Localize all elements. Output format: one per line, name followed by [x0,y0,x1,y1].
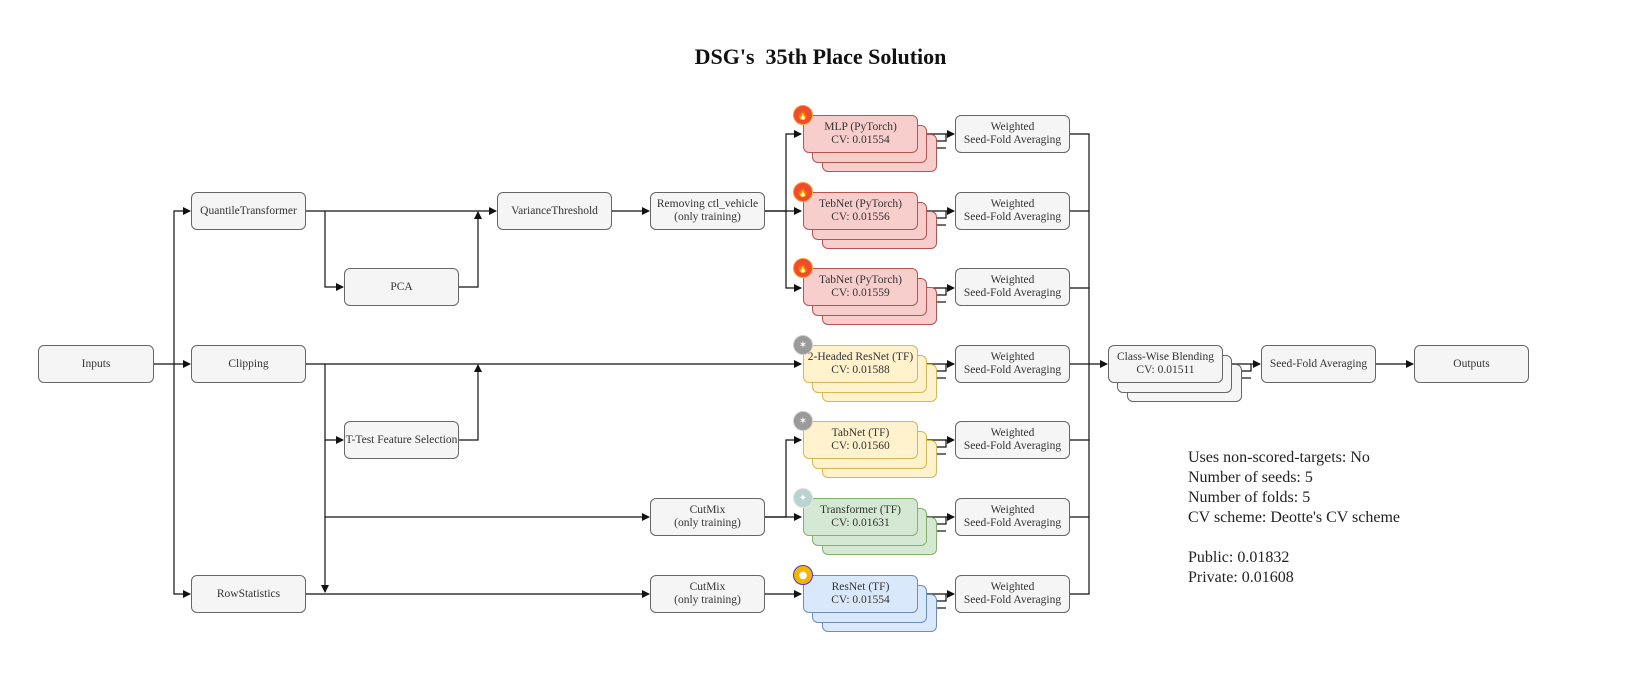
pca-node: PCA [344,268,459,306]
edge-quantile-pca [324,211,344,291]
averaging-label: Weighted [990,274,1035,286]
tensorflow-icon: ✶ [793,411,813,431]
info-non-scored-targets: Uses non-scored-targets: No [1188,449,1370,466]
row-statistics-label: RowStatistics [216,587,281,600]
outputs-label: Outputs [1453,357,1490,370]
info-spacer [1188,528,1400,548]
t-test-feature-selection-node: T-Test Feature Selection [344,421,459,459]
removing-ctl-vehicle-node: Removing ctl_vehicle (only training) [650,192,765,230]
model-cv: CV: 0.01554 [831,594,890,606]
weighted-averaging-node: Weighted Seed-Fold Averaging [955,345,1070,383]
model-card: 2-Headed ResNet (TF) CV: 0.01588 [803,345,918,383]
removing-ctl-vehicle-note: (only training) [674,211,741,223]
variance-threshold-node: VarianceThreshold [497,192,612,230]
pca-label: PCA [390,280,413,293]
averaging-label: Weighted [990,198,1035,210]
model-card: TabNet (PyTorch) CV: 0.01559 [803,268,918,306]
pytorch-icon: 🔥 [793,105,813,125]
diagram-title: DSG's 35th Place Solution [694,44,947,69]
seed-fold-averaging-node: Seed-Fold Averaging [1261,345,1376,383]
weighted-averaging-node: Weighted Seed-Fold Averaging [955,421,1070,459]
info-public-score: Public: 0.01832 [1188,549,1290,566]
averaging-sublabel: Seed-Fold Averaging [963,440,1062,452]
model-name: TabNet (PyTorch) [818,274,902,286]
edge-clipping-ttest [324,364,344,444]
cutmix-node: CutMix (only training) [650,498,765,536]
transformer-icon: ✦ [793,488,813,508]
averaging-sublabel: Seed-Fold Averaging [963,594,1062,606]
cutmix-rowstats-node: CutMix (only training) [650,575,765,613]
cutmix-rowstats-note: (only training) [674,594,741,606]
tensorflow-icon: ✶ [793,335,813,355]
model-cv: CV: 0.01554 [831,134,890,146]
model-name: 2-Headed ResNet (TF) [807,351,914,363]
pytorch-icon: 🔥 [793,182,813,202]
averaging-label: Weighted [990,504,1035,516]
inputs-label: Inputs [81,357,111,370]
cutmix-rowstats-label: CutMix [689,581,726,593]
row-statistics-node: RowStatistics [191,575,306,613]
info-private-score: Private: 0.01608 [1188,569,1294,586]
model-name: TebNet (PyTorch) [818,198,902,210]
averaging-label: Weighted [990,427,1035,439]
model-cv: CV: 0.01588 [831,364,890,376]
resnet-icon: ● [793,565,813,585]
solution-info: Uses non-scored-targets: No Number of se… [1188,448,1400,588]
weighted-averaging-node: Weighted Seed-Fold Averaging [955,575,1070,613]
model-name: TabNet (TF) [831,427,890,439]
edge-remove-tabnet [785,211,802,292]
cutmix-note: (only training) [674,517,741,529]
model-name: Transformer (TF) [819,504,902,516]
removing-ctl-vehicle-label: Removing ctl_vehicle [656,198,759,210]
blending-cv: CV: 0.01511 [1136,364,1195,376]
blending-label: Class-Wise Blending [1117,351,1214,363]
info-folds: Number of folds: 5 [1188,489,1311,506]
averaging-sublabel: Seed-Fold Averaging [963,134,1062,146]
clipping-label: Clipping [228,357,269,370]
model-cv: CV: 0.01631 [831,517,890,529]
weighted-averaging-node: Weighted Seed-Fold Averaging [955,498,1070,536]
t-test-feature-selection-label: T-Test Feature Selection [345,433,458,446]
class-wise-blending-node: Class-Wise Blending CV: 0.01511 [1108,345,1223,383]
model-name: ResNet (TF) [831,581,890,593]
clipping-node: Clipping [191,345,306,383]
model-card: MLP (PyTorch) CV: 0.01554 [803,115,918,153]
averaging-sublabel: Seed-Fold Averaging [963,364,1062,376]
averaging-sublabel: Seed-Fold Averaging [963,287,1062,299]
weighted-averaging-node: Weighted Seed-Fold Averaging [955,115,1070,153]
outputs-node: Outputs [1414,345,1529,383]
edge-inputs-quantile [173,207,191,364]
quantile-transformer-node: QuantileTransformer [191,192,306,230]
model-card: TebNet (PyTorch) CV: 0.01556 [803,192,918,230]
averaging-label: Weighted [990,581,1035,593]
model-cv: CV: 0.01556 [831,211,890,223]
info-cv-scheme: CV scheme: Deotte's CV scheme [1188,509,1401,526]
averaging-label: Weighted [990,121,1035,133]
weighted-averaging-node: Weighted Seed-Fold Averaging [955,192,1070,230]
model-cv: CV: 0.01560 [831,440,890,452]
cutmix-label: CutMix [689,504,726,516]
variance-threshold-label: VarianceThreshold [511,204,598,217]
averaging-label: Weighted [990,351,1035,363]
quantile-transformer-label: QuantileTransformer [200,204,297,217]
edge-pca-variance [459,211,482,288]
seed-fold-averaging-label: Seed-Fold Averaging [1269,357,1368,370]
averaging-sublabel: Seed-Fold Averaging [963,211,1062,223]
inputs-node: Inputs [38,345,154,383]
model-card: Transformer (TF) CV: 0.01631 [803,498,918,536]
averaging-sublabel: Seed-Fold Averaging [963,517,1062,529]
model-name: MLP (PyTorch) [824,121,897,133]
pytorch-icon: 🔥 [793,258,813,278]
model-card: ResNet (TF) CV: 0.01554 [803,575,918,613]
model-card: TabNet (TF) CV: 0.01560 [803,421,918,459]
model-cv: CV: 0.01559 [831,287,890,299]
info-seeds: Number of seeds: 5 [1188,469,1313,486]
edge-ttest-resnet2h [459,364,482,441]
weighted-averaging-node: Weighted Seed-Fold Averaging [955,268,1070,306]
edge-inputs-rowstats [173,364,191,598]
